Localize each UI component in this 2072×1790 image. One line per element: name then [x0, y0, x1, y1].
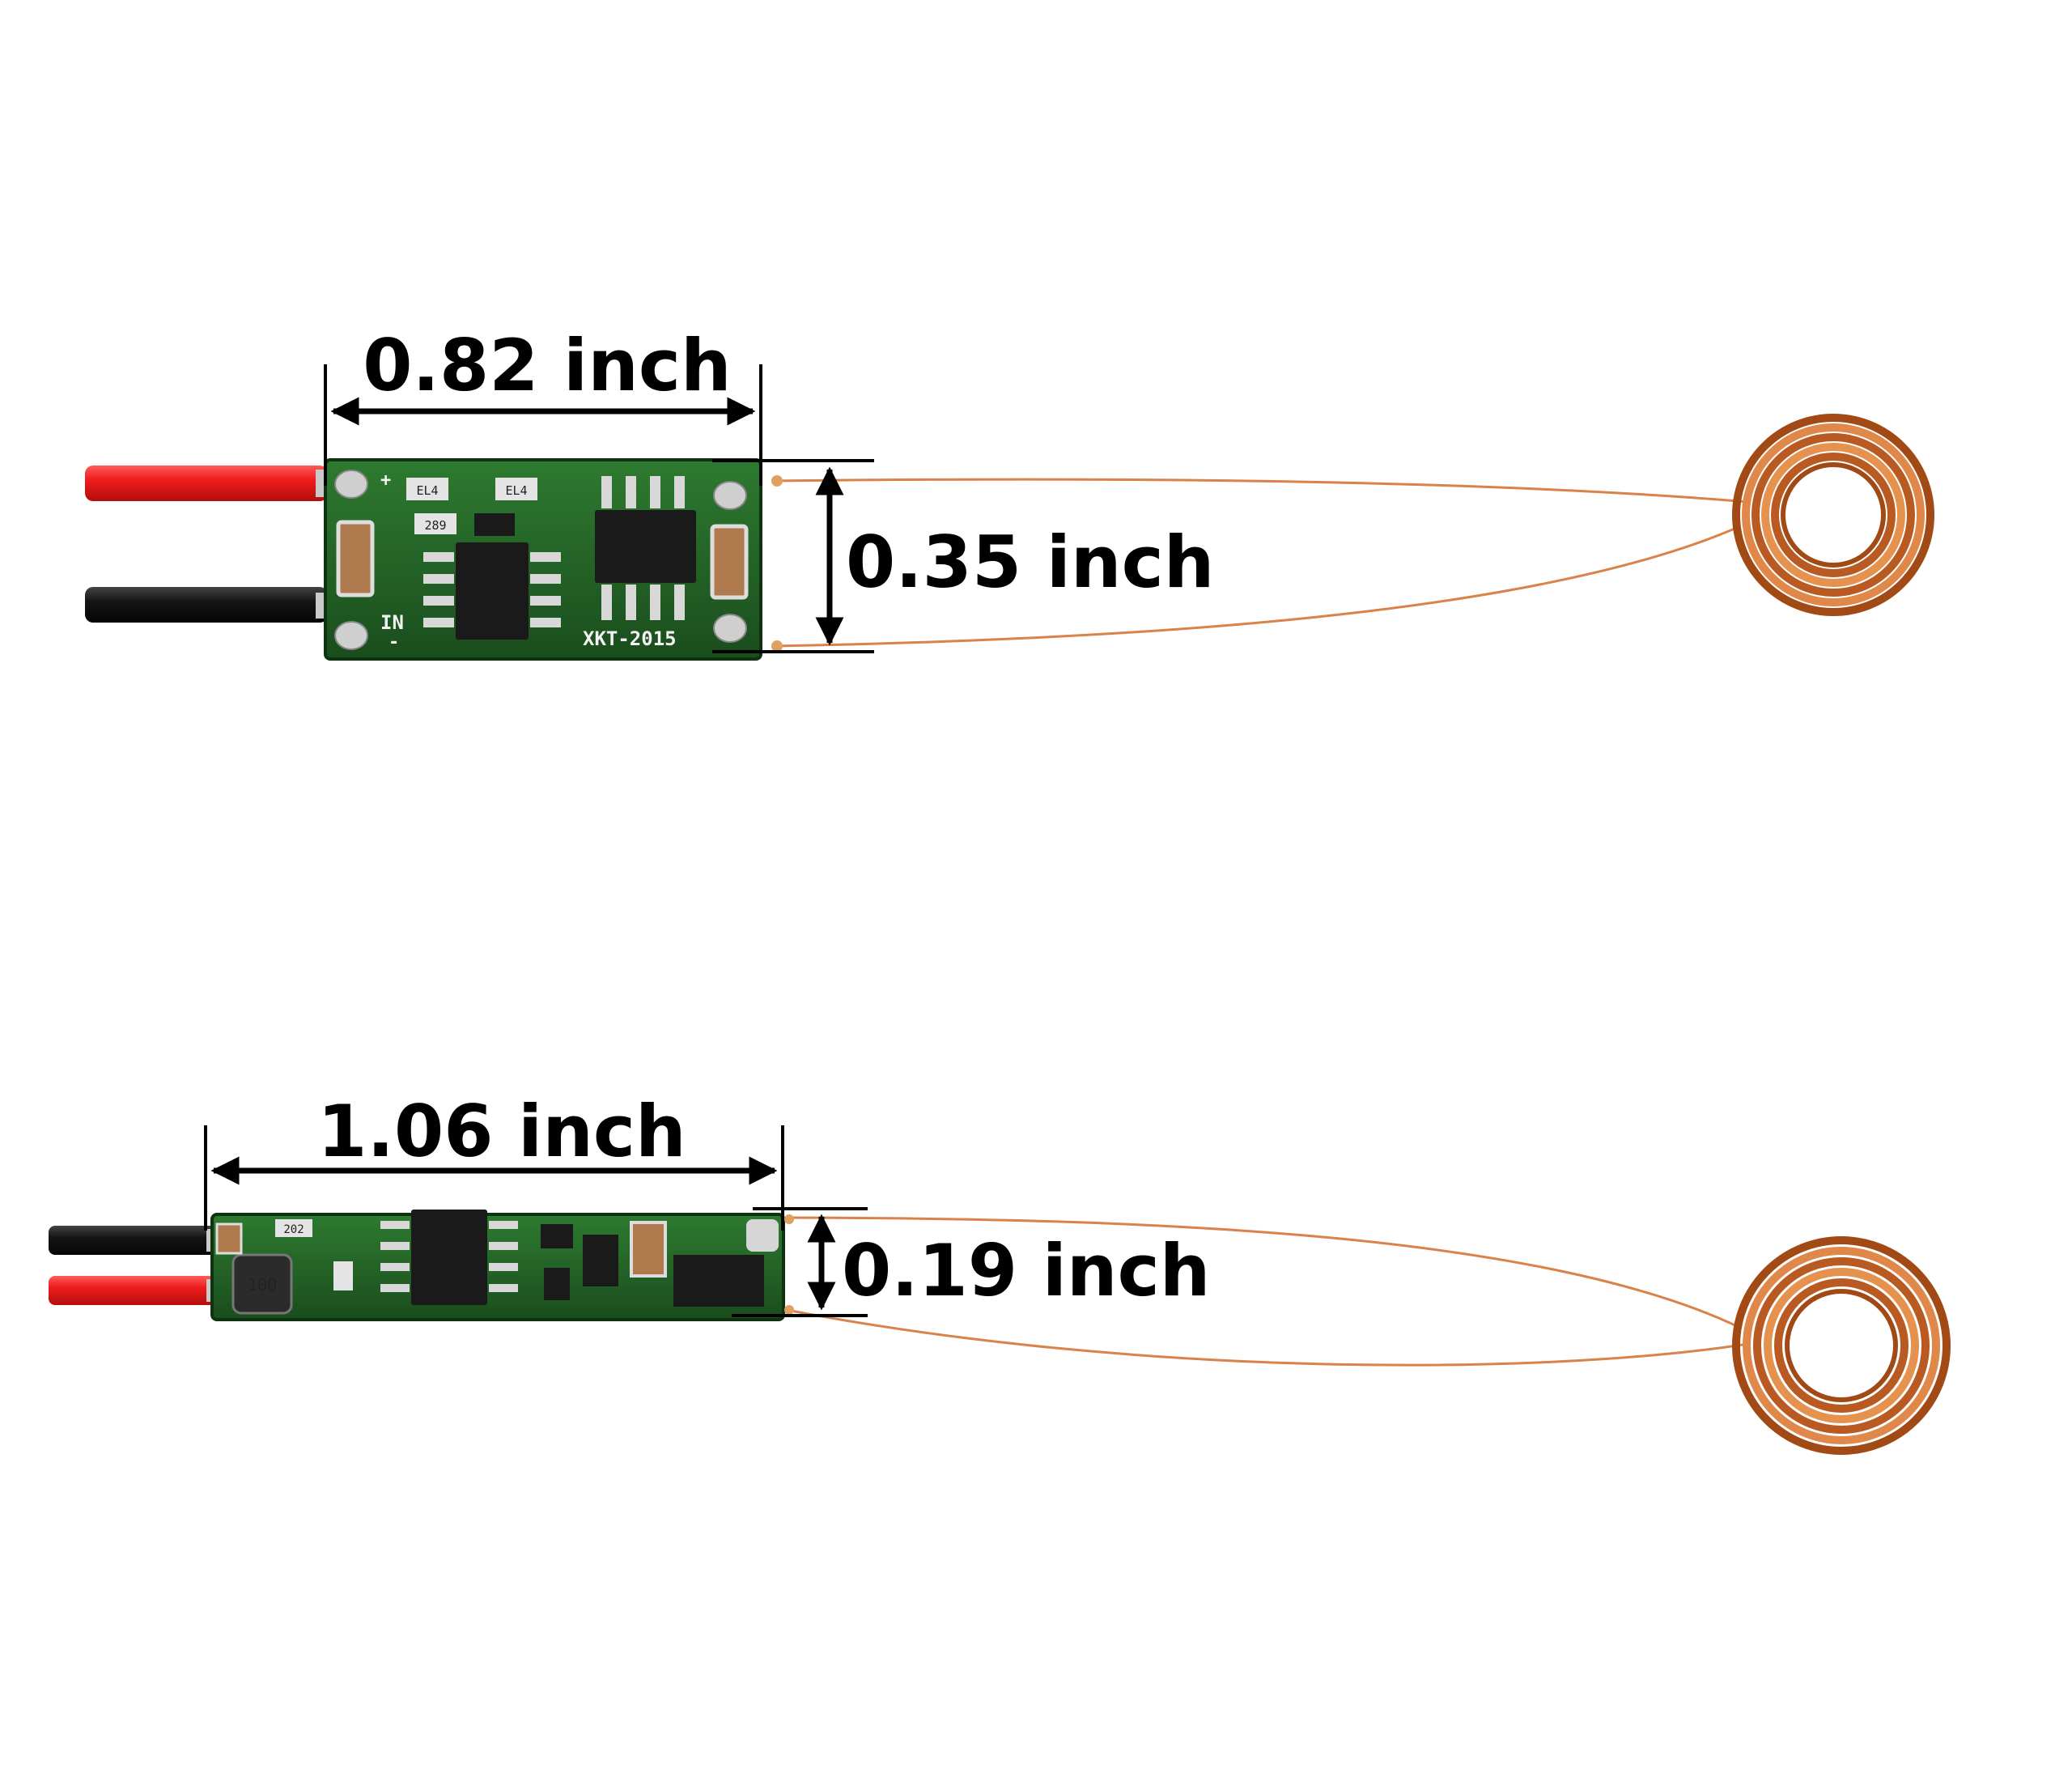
- smd-component: [583, 1235, 618, 1286]
- ic-chip: [411, 1210, 487, 1305]
- silkscreen-plus: +: [380, 470, 391, 491]
- smd-resistor: [275, 1219, 312, 1237]
- height-dimension-label: 0.35 inch: [846, 521, 1214, 604]
- component-code: 289: [424, 518, 446, 533]
- solder-joint: [784, 1214, 794, 1224]
- solder-blob: [746, 1219, 779, 1252]
- solder-joint: [771, 475, 783, 487]
- ceramic-capacitor: [336, 520, 375, 597]
- black-ground-wire: [49, 1226, 219, 1255]
- smd-resistor: [414, 513, 456, 534]
- ic-chip-left: [456, 542, 529, 640]
- component-code: EL4: [505, 483, 527, 498]
- solder-pad: [713, 481, 747, 510]
- silkscreen-board-id: XKT-2015: [583, 627, 677, 650]
- component-code: 202: [283, 1223, 304, 1236]
- width-dimension-label: 1.06 inch: [317, 1090, 686, 1173]
- spiral-coil-icon: [1732, 1236, 1951, 1455]
- ic-pins: [380, 1221, 518, 1292]
- solder-pad: [334, 621, 368, 650]
- silkscreen-minus: -: [388, 632, 399, 653]
- smd-component: [541, 1224, 573, 1248]
- smd-resistor: [406, 478, 448, 500]
- inductor: [231, 1253, 293, 1315]
- copper-lead-bottom: [772, 525, 1741, 648]
- smd-resistor: [495, 478, 537, 500]
- ic-pins-left: [423, 552, 561, 627]
- slim-module-assembly: 100 202: [49, 1090, 1951, 1455]
- component-code: EL4: [416, 483, 438, 498]
- red-power-wire: [49, 1276, 219, 1305]
- solder-pad: [334, 470, 368, 499]
- solder-joint: [771, 640, 783, 652]
- ceramic-capacitor: [710, 524, 749, 600]
- ceramic-capacitor: [215, 1222, 243, 1255]
- smd-resistor: [333, 1261, 353, 1290]
- width-dimension-label: 0.82 inch: [363, 324, 731, 407]
- solder-joint: [784, 1305, 794, 1315]
- diode: [673, 1255, 764, 1307]
- copper-lead-top: [772, 478, 1749, 504]
- solder-pad: [713, 614, 747, 643]
- wide-module-assembly: EL4 EL4 289 XKT-2015 IN + - 0.82 inch: [85, 324, 1934, 661]
- silkscreen-input-label: IN: [380, 611, 404, 634]
- ceramic-capacitor: [630, 1221, 667, 1278]
- black-ground-wire: [85, 587, 328, 623]
- ic-chip-right: [595, 510, 696, 583]
- ic-pins-right: [601, 476, 685, 620]
- component-code: 100: [248, 1275, 277, 1295]
- copper-lead-bottom: [786, 1308, 1749, 1367]
- height-dimension-label: 0.19 inch: [842, 1229, 1210, 1312]
- copper-lead-top: [786, 1216, 1741, 1329]
- spiral-coil-icon: [1732, 414, 1934, 616]
- smd-component: [474, 513, 515, 536]
- smd-component: [544, 1268, 570, 1300]
- red-power-wire: [85, 466, 328, 501]
